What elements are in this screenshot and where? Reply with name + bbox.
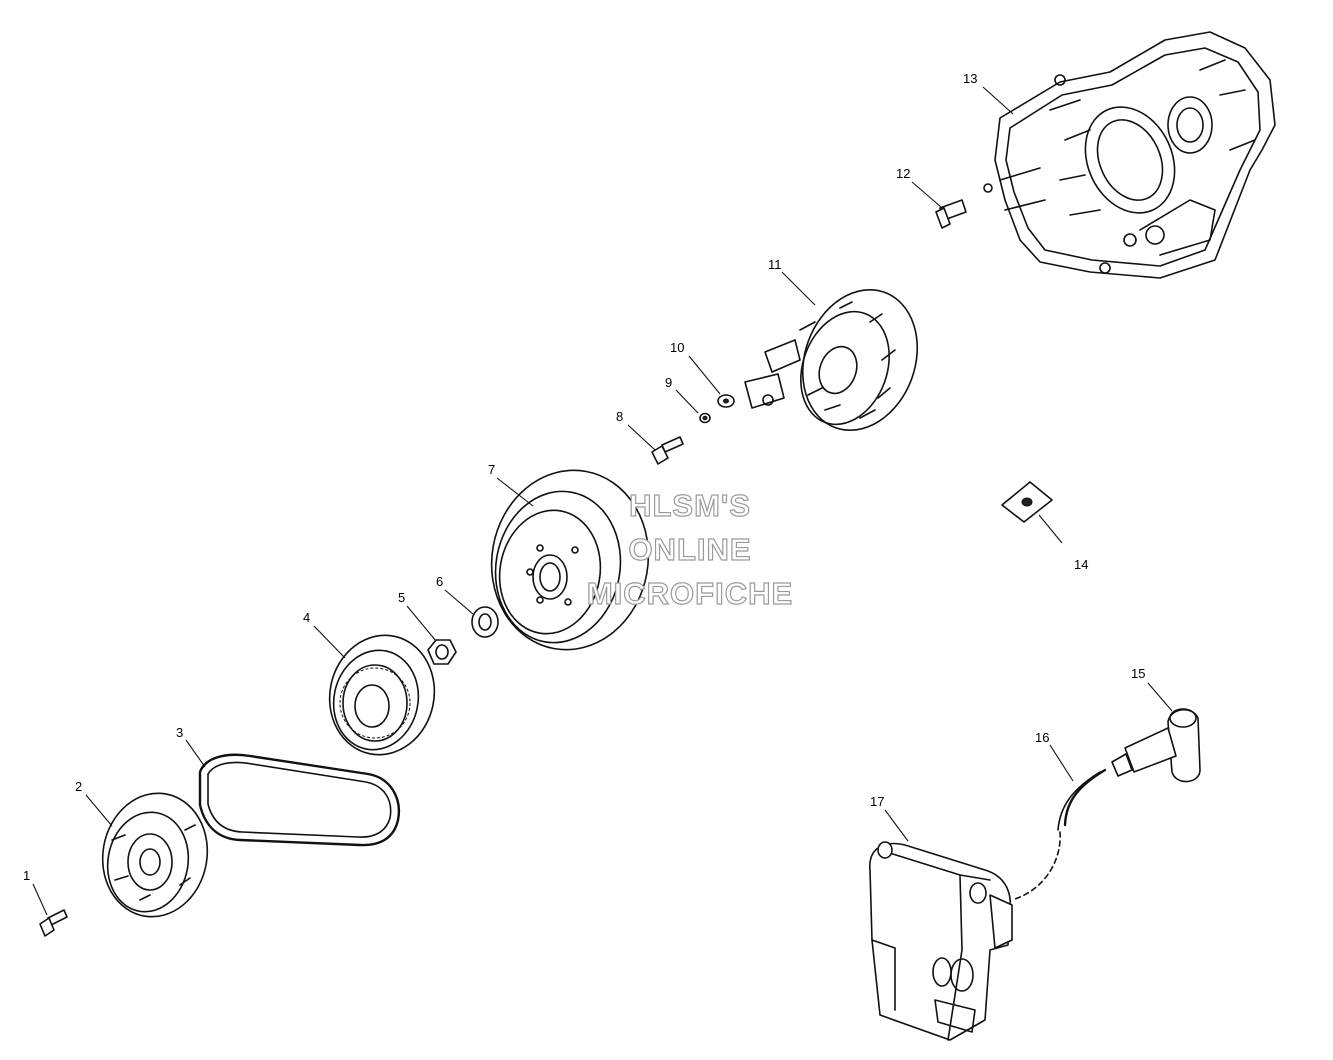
part-16-ht-lead: [1011, 768, 1107, 901]
part-15-spark-plug-cap: [1111, 708, 1201, 783]
part-9-lock-washer: [699, 412, 711, 424]
part-11-stator: [744, 288, 919, 432]
callout-7: 7: [488, 462, 496, 477]
part-7-flywheel: [490, 469, 650, 651]
part-2-pulley: [101, 792, 209, 918]
callout-12: 12: [896, 166, 911, 181]
part-10-washer: [717, 394, 735, 408]
part-5-nut: [427, 639, 457, 665]
part-4-starter-drive: [328, 634, 436, 756]
part-13-crankcase-cover: [983, 31, 1276, 279]
part-3-belt: [198, 753, 401, 847]
callout-4: 4: [303, 610, 311, 625]
callout-5: 5: [398, 590, 406, 605]
part-8-bolt: [651, 436, 684, 465]
callout-10: 10: [670, 340, 685, 355]
callout-16: 16: [1035, 730, 1050, 745]
part-1-bolt: [39, 909, 68, 937]
callout-14: 14: [1074, 557, 1089, 572]
callout-9: 9: [665, 375, 673, 390]
part-6-washer: [471, 606, 499, 638]
watermark-line-3: MICROFICHE: [586, 575, 794, 611]
watermark-line-2: ONLINE: [628, 531, 752, 567]
watermark-line-1: HLSM'S: [628, 487, 751, 523]
callout-2: 2: [75, 779, 83, 794]
callout-8: 8: [616, 409, 624, 424]
callout-11: 11: [768, 257, 782, 272]
leader-lines: [32, 86, 1173, 916]
callout-13: 13: [963, 71, 978, 86]
part-12-bolt: [935, 199, 967, 229]
callout-17: 17: [870, 794, 885, 809]
callout-6: 6: [436, 574, 444, 589]
part-17-ignition-coil: [869, 841, 1013, 1041]
callout-1: 1: [23, 868, 31, 883]
callout-3: 3: [176, 725, 184, 740]
watermark: HLSM'S ONLINE MICROFICHE: [540, 484, 840, 616]
callout-15: 15: [1131, 666, 1146, 681]
part-14-clip-nut: [1001, 481, 1053, 523]
